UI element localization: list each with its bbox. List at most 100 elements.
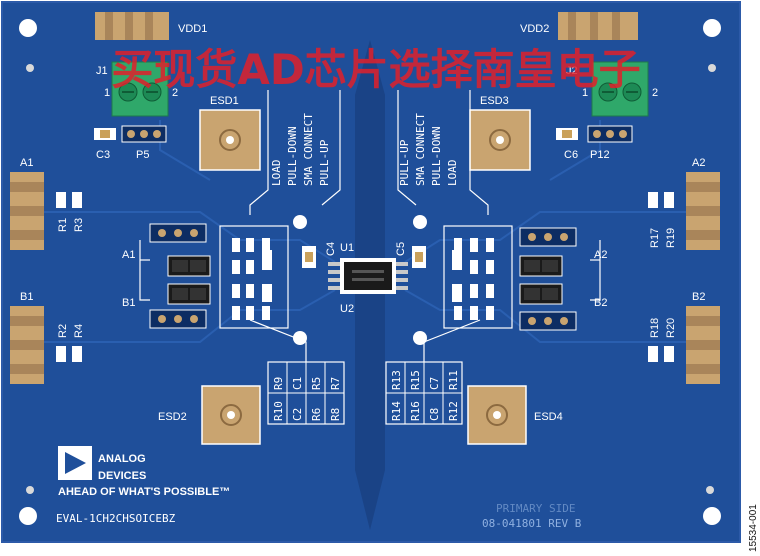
- right-table-r15: R15: [409, 370, 422, 390]
- a1-edge-connector[interactable]: [10, 172, 44, 250]
- r20-label: R20: [665, 318, 677, 338]
- promo-overlay-text: 买现货AD芯片选择南皇电子: [111, 45, 640, 94]
- right-table-r11: R11: [447, 370, 460, 390]
- side-line-2: 08-041801 REV B: [482, 517, 582, 530]
- p12-label: P12: [590, 149, 610, 161]
- r4-label: R4: [73, 324, 85, 338]
- edge-resistors: [56, 192, 674, 362]
- b2-mid-label: B2: [594, 297, 607, 309]
- r3-label: R3: [73, 218, 85, 232]
- left-table-r8: R8: [329, 408, 342, 421]
- u1-label: U1: [340, 242, 354, 254]
- esd4-label: ESD4: [534, 411, 563, 423]
- j2-label: J2: [566, 65, 578, 77]
- left-table-r10: R10: [272, 401, 285, 421]
- left-mode-outline: [249, 90, 341, 215]
- vdd2-pads: [558, 12, 638, 40]
- analog-devices-logo: [58, 446, 92, 480]
- r18-label: R18: [649, 318, 661, 338]
- r2-label: R2: [57, 324, 69, 338]
- c4-label: C4: [325, 242, 337, 256]
- left-jumper-area: [139, 223, 289, 329]
- j2-terminal-block[interactable]: [591, 61, 649, 117]
- c4-capacitor: [302, 246, 316, 268]
- b1-edge-connector[interactable]: [10, 306, 44, 384]
- b1-mid-label: B1: [122, 297, 135, 309]
- brand-tagline: AHEAD OF WHAT'S POSSIBLE™: [58, 486, 230, 498]
- esd4-pad[interactable]: [467, 385, 527, 445]
- j1-pin1: 1: [104, 87, 110, 99]
- c3-label: C3: [96, 149, 110, 161]
- left-component-table: R9 C1 R5 R7 R10 C2 R6 R8: [267, 361, 345, 425]
- mounting-holes: [19, 19, 721, 525]
- u1-ic: [328, 258, 408, 294]
- c5-label: C5: [395, 242, 407, 256]
- right-table-r12: R12: [447, 401, 460, 421]
- right-component-table: R13 R15 C7 R11 R14 R16 C8 R12: [385, 361, 463, 425]
- j2-pin1: 1: [582, 87, 588, 99]
- board-name: EVAL-1CH2CHSOICEBZ: [56, 512, 176, 525]
- c6-label: C6: [564, 149, 578, 161]
- left-mode-line-4: PULL-UP: [318, 139, 331, 186]
- vdd1-pads: [95, 12, 169, 40]
- side-line-1: PRIMARY SIDE: [496, 502, 575, 515]
- esd2-label: ESD2: [158, 411, 187, 423]
- vdd2-label: VDD2: [520, 23, 549, 35]
- right-table-c8: C8: [428, 408, 441, 421]
- j1-pin2: 2: [172, 87, 178, 99]
- right-mode-outline: [397, 90, 489, 215]
- left-mode-line-1: LOAD: [270, 160, 283, 187]
- esd1-label: ESD1: [210, 95, 239, 107]
- r17-label: R17: [649, 228, 661, 248]
- esd1-pad[interactable]: [199, 109, 261, 171]
- left-table-c2: C2: [291, 408, 304, 421]
- a1-edge-label: A1: [20, 157, 33, 169]
- brand-line-1: ANALOG: [98, 453, 146, 465]
- b1-edge-label: B1: [20, 291, 33, 303]
- c6-capacitor: [556, 128, 578, 140]
- left-table-r5: R5: [310, 377, 323, 390]
- board-edge: [1, 1, 741, 543]
- u2-label: U2: [340, 303, 354, 315]
- left-table-r9: R9: [272, 377, 285, 390]
- left-table-r7: R7: [329, 377, 342, 390]
- c5-capacitor: [412, 246, 426, 268]
- left-table-r6: R6: [310, 408, 323, 421]
- left-table-c1: C1: [291, 377, 304, 390]
- b2-edge-connector[interactable]: [686, 306, 720, 384]
- right-mode-line-2: SMA CONNECT: [414, 113, 427, 186]
- p5-header[interactable]: [121, 125, 167, 143]
- left-mode-text: LOAD PULL-DOWN SMA CONNECT PULL-UP: [270, 113, 331, 186]
- brand-line-2: DEVICES: [98, 470, 146, 482]
- figure-id: 15534-001: [748, 504, 759, 552]
- c3-capacitor: [94, 128, 116, 140]
- esd2-pad[interactable]: [201, 385, 261, 445]
- a2-mid-label: A2: [594, 249, 607, 261]
- right-table-r16: R16: [409, 401, 422, 421]
- a1-mid-label: A1: [122, 249, 135, 261]
- j1-label: J1: [96, 65, 108, 77]
- right-mode-line-4: LOAD: [446, 160, 459, 187]
- right-table-c7: C7: [428, 377, 441, 390]
- j1-terminal-block[interactable]: [111, 61, 169, 117]
- r19-label: R19: [665, 228, 677, 248]
- right-mode-text: PULL-UP SMA CONNECT PULL-DOWN LOAD: [398, 113, 459, 186]
- right-jumper-area: [443, 225, 601, 331]
- a2-edge-connector[interactable]: [686, 172, 720, 250]
- p5-label: P5: [136, 149, 149, 161]
- right-table-r13: R13: [390, 370, 403, 390]
- right-mode-line-3: PULL-DOWN: [430, 126, 443, 186]
- esd3-pad[interactable]: [469, 109, 531, 171]
- j2-pin2: 2: [652, 87, 658, 99]
- p12-header[interactable]: [587, 125, 633, 143]
- right-mode-line-1: PULL-UP: [398, 139, 411, 186]
- left-table-connector: [249, 319, 307, 362]
- r1-label: R1: [57, 218, 69, 232]
- esd3-label: ESD3: [480, 95, 509, 107]
- vdd1-label: VDD1: [178, 23, 207, 35]
- right-table-r14: R14: [390, 401, 403, 421]
- left-mode-line-2: PULL-DOWN: [286, 126, 299, 186]
- b2-edge-label: B2: [692, 291, 705, 303]
- a2-edge-label: A2: [692, 157, 705, 169]
